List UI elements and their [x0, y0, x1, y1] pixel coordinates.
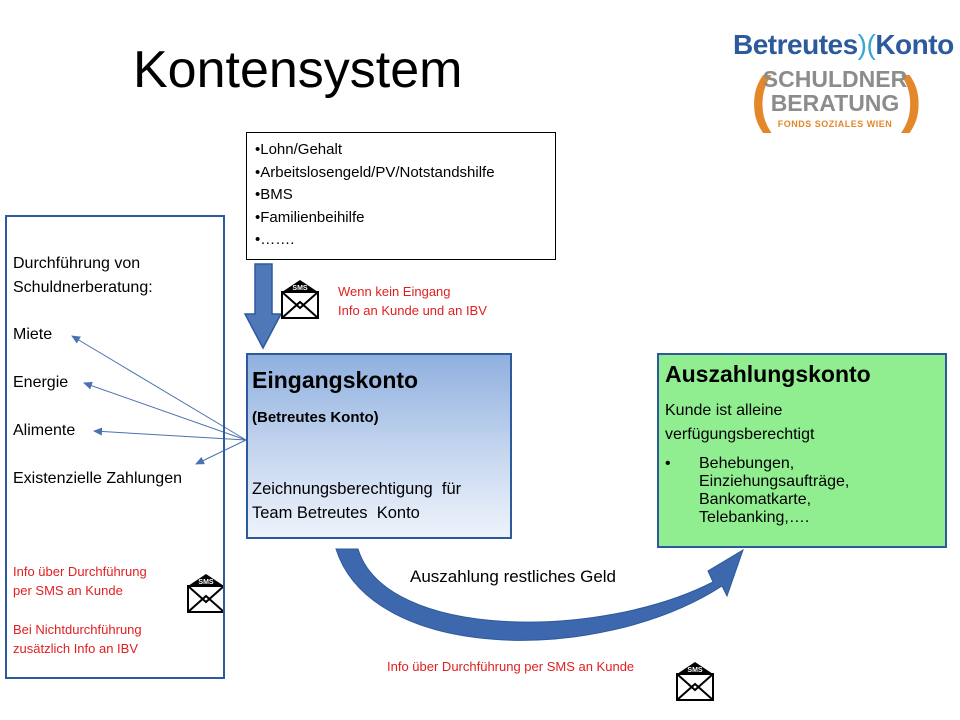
- curved-payout-arrow: [335, 548, 744, 641]
- income-item: •…….: [255, 231, 295, 248]
- left-info-line: zusätzlich Info an IBV: [13, 641, 139, 656]
- eingangskonto-desc-line: Team Betreutes Konto: [252, 504, 420, 522]
- auszahlungskonto-desc: Kunde ist alleine verfügungsberechtigt: [665, 399, 814, 447]
- list-item: Bankomatkarte,: [699, 491, 812, 508]
- list-item: Telebanking,….: [699, 509, 810, 526]
- logo-brand-right: Konto: [875, 29, 954, 60]
- eingangskonto-subtitle: (Betreutes Konto): [252, 409, 379, 426]
- svg-text:SMS: SMS: [687, 667, 703, 674]
- list-item: Behebungen,: [699, 455, 795, 472]
- auszahlungskonto-desc-line: Kunde ist alleine: [665, 402, 783, 419]
- income-item: •BMS: [255, 186, 293, 203]
- left-info-nichtdurchfuehrung: Bei Nichtdurchführung zusätzlich Info an…: [13, 620, 142, 658]
- left-item-alimente: Alimente: [13, 422, 76, 439]
- logo-paren-right: ): [901, 65, 922, 134]
- auszahlungskonto-list: Behebungen, Einziehungsaufträge, Bankoma…: [659, 455, 849, 527]
- eingangskonto-box: Eingangskonto (Betreutes Konto) Zeichnun…: [246, 353, 512, 539]
- logo-org: SCHULDNER BERATUNG: [755, 67, 915, 115]
- income-item: •Lohn/Gehalt: [255, 141, 342, 158]
- auszahlungskonto-title: Auszahlungskonto: [665, 361, 871, 387]
- income-item: •Arbeitslosengeld/PV/Notstandshilfe: [255, 163, 495, 181]
- logo-paren-left: (: [751, 65, 772, 134]
- payout-label: Auszahlung restliches Geld: [410, 567, 617, 586]
- sms-note-payout: Info über Durchführung per SMS an Kunde: [387, 659, 635, 674]
- svg-text:SMS: SMS: [198, 579, 214, 586]
- eingangskonto-desc-line: Zeichnungsberechtigung für: [252, 480, 462, 498]
- eingangskonto-title: Eingangskonto: [252, 367, 419, 393]
- auszahlungskonto-bullet: •: [665, 455, 671, 472]
- list-item: Einziehungsaufträge,: [699, 473, 850, 490]
- logo-brand-left: Betreutes: [733, 29, 858, 60]
- page-title: Kontensystem: [133, 41, 463, 99]
- sms-note-no-income: Wenn kein Eingang Info an Kunde und an I…: [338, 282, 487, 320]
- left-panel-heading: Durchführung von Schuldnerberatung:: [13, 252, 153, 300]
- logo: Betreutes)(Konto ( ) SCHULDNER BERATUNG …: [725, 25, 954, 145]
- logo-brand-mark: )(: [857, 29, 876, 60]
- eingangskonto-desc: Zeichnungsberechtigung für Team Betreute…: [252, 477, 461, 525]
- left-info-line: Info über Durchführung: [13, 564, 147, 579]
- arrow-to-existenzielle: [195, 439, 247, 465]
- left-panel-heading-line: Schuldnerberatung:: [13, 279, 153, 296]
- left-panel-heading-line: Durchführung von: [13, 255, 141, 272]
- down-arrow: [243, 263, 283, 350]
- sms-envelope-icon: SMS: [676, 662, 714, 701]
- left-info-sms: Info über Durchführung per SMS an Kunde: [13, 562, 147, 600]
- logo-org-sub: FONDS SOZIALES WIEN: [777, 119, 893, 129]
- auszahlungskonto-desc-line: verfügungsberechtigt: [665, 426, 815, 443]
- left-info-line: Bei Nichtdurchführung: [13, 622, 142, 637]
- sms-note-line: Info an Kunde und an IBV: [338, 303, 487, 318]
- logo-org-line1: SCHULDNER: [762, 66, 908, 92]
- sms-envelope-icon: SMS: [281, 280, 319, 319]
- arrow-to-alimente: [93, 427, 247, 441]
- arrow-to-energie: [83, 381, 247, 441]
- svg-text:SMS: SMS: [292, 285, 308, 292]
- left-item-miete: Miete: [13, 326, 53, 343]
- sms-note-line: Wenn kein Eingang: [338, 284, 451, 299]
- left-item-existenzielle: Existenzielle Zahlungen: [13, 470, 182, 487]
- left-info-line: per SMS an Kunde: [13, 583, 123, 598]
- logo-org-line2: BERATUNG: [770, 90, 900, 116]
- left-panel: [5, 215, 225, 679]
- auszahlungskonto-box: Auszahlungskonto Kunde ist alleine verfü…: [657, 353, 947, 548]
- arrow-to-miete: [71, 335, 247, 441]
- income-item: •Familienbeihilfe: [255, 208, 365, 226]
- income-sources-box: •Lohn/Gehalt •Arbeitslosengeld/PV/Notsta…: [246, 132, 556, 260]
- logo-brand: Betreutes)(Konto: [733, 29, 954, 61]
- left-item-energie: Energie: [13, 374, 69, 391]
